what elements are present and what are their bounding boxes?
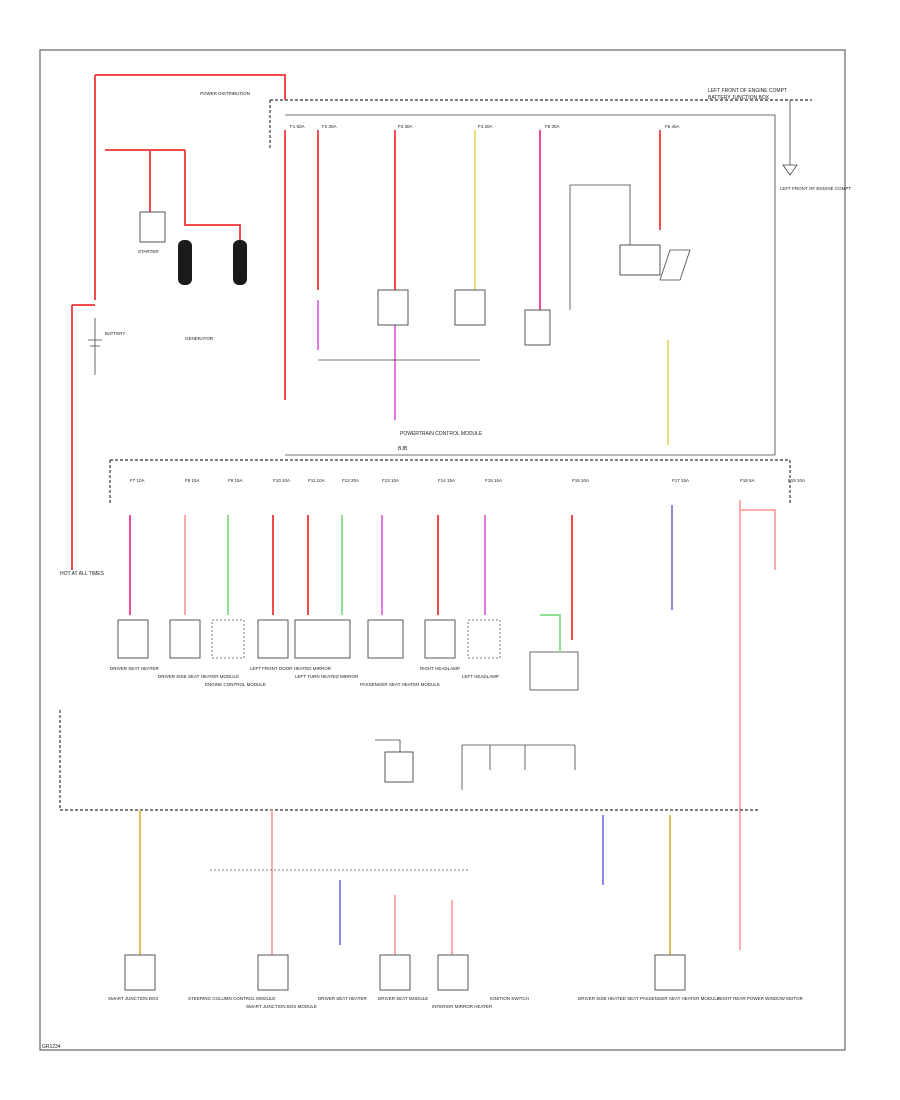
top-fuse-row: F1 50A F2 30A F3 30A F4 20A F5 30A F6 40…	[284, 124, 680, 445]
pcm-label: POWERTRAIN CONTROL MODULE	[400, 431, 483, 437]
relay-4	[619, 244, 661, 276]
bottom-components: SMART JUNCTION BOX STEERING COLUMN CONTR…	[108, 954, 804, 1009]
diagram-code: GR1234	[42, 1044, 61, 1050]
comp-mid-8	[467, 619, 501, 659]
fuse-f1: F1 50A	[284, 124, 305, 400]
diagram-frame	[39, 49, 846, 1051]
comp-mid-8-label: LEFT HEADLAMP	[462, 674, 499, 679]
comp-bottom-3-label: SMART JUNCTION BOX MODULE	[246, 1004, 317, 1009]
comp-bottom-9	[654, 954, 686, 991]
lower-branch-drops	[461, 745, 576, 790]
fuse-f2: F2 30A	[317, 124, 337, 350]
comp-mid-9	[529, 651, 579, 691]
fuse-f15-label: F15 15A	[485, 478, 502, 483]
comp-mid-1-label: DRIVER SEAT HEATER	[110, 666, 160, 671]
fuse-f8-label: F8 15A	[185, 478, 200, 483]
battery-icon	[88, 339, 102, 347]
fuse-f9-label: F9 15A	[228, 478, 243, 483]
comp-bottom-9-label: PASSENGER SEAT HEATER MODULE	[640, 996, 720, 1001]
comp-mid-6-label: PASSENGER SEAT HEATER MODULE	[360, 682, 440, 687]
lower-box-1-wire	[375, 739, 401, 752]
starter-label: STARTER	[138, 249, 159, 254]
comp-bottom-1-label: SMART JUNCTION BOX	[108, 996, 158, 1001]
hot-at-all-times-label: HOT AT ALL TIMES	[60, 571, 105, 577]
starter-relay	[139, 211, 166, 243]
fuse-f4-label: F4 20A	[478, 124, 493, 129]
comp-bottom-3	[257, 954, 289, 991]
comp-bottom-8-label: DRIVER SIDE HEATED SEAT	[578, 996, 639, 1001]
comp-bottom-2-label: STEERING COLUMN CONTROL MODULE	[188, 996, 275, 1001]
battery-feed-wire	[95, 74, 286, 100]
comp-mid-7	[424, 619, 456, 659]
comp-bottom-6	[437, 954, 469, 991]
relay-4-link	[570, 184, 631, 245]
comp-bottom-4-label: DRIVER SEAT HEATER	[318, 996, 368, 1001]
comp-mid-4-label: LEFT FRONT DOOR HEATED MIRROR	[250, 666, 332, 671]
comp-mid-7-label: RIGHT HEADLAMP	[420, 666, 460, 671]
fuse-f16-label: F16 10A	[572, 478, 589, 483]
bjb-outline	[285, 114, 776, 456]
fuse-f5: F5 30A	[539, 124, 560, 310]
fuse-f3: F3 30A	[394, 124, 413, 420]
top-right-label-2: BATTERY JUNCTION BOX	[708, 95, 770, 101]
relay-1	[377, 289, 409, 326]
comp-mid-6	[367, 619, 404, 659]
fuse-f17-label: F17 15A	[672, 478, 689, 483]
comp-mid-3	[211, 619, 245, 659]
power-dist-label: POWER DISTRIBUTION	[200, 91, 250, 96]
mid-fuse-row: F7 10A F8 15A F9 15A F10 10A F11 10A F12…	[129, 478, 805, 950]
fuse-f5-label: F5 30A	[545, 124, 560, 129]
fusible-link-1	[178, 240, 192, 285]
comp-mid-5-label: LEFT TURN HEATED MIRROR	[295, 674, 359, 679]
comp-bottom-1	[124, 954, 156, 991]
comp-mid-3-label: ENGINE CONTROL MODULE	[205, 682, 266, 687]
fuse-f4: F4 20A	[474, 124, 493, 290]
relay-2	[454, 289, 486, 326]
ground-label: LEFT FRONT OF ENGINE COMPT	[780, 186, 851, 191]
comp-bottom-10-label: RIGHT REAR POWER WINDOW MOTOR	[718, 996, 804, 1001]
relay-5-icon	[659, 249, 691, 281]
fuse-f7-label: F7 10A	[130, 478, 145, 483]
top-right-label-1: LEFT FRONT OF ENGINE COMPT	[708, 88, 787, 94]
comp-mid-4	[257, 619, 289, 659]
comp-mid-2	[169, 619, 201, 659]
fuse-f13-label: F13 10A	[382, 478, 399, 483]
generator-feed	[184, 150, 241, 240]
fuse-f19-wire	[740, 509, 776, 570]
fusible-link-2	[233, 240, 247, 285]
comp-mid-2-label: DRIVER SIDE SEAT HEATER MODULE	[158, 674, 239, 679]
fuse-f2-label: F2 30A	[322, 124, 337, 129]
fuse-f1-label: F1 50A	[290, 124, 305, 129]
fuse-f14-label: F14 15A	[438, 478, 455, 483]
lower-box-1	[384, 751, 414, 783]
fuse-f6-label: F6 40A	[665, 124, 680, 129]
comp-mid-1	[117, 619, 149, 659]
comp-mid-5	[294, 619, 351, 659]
fuse-f12-label: F12 20A	[342, 478, 359, 483]
bjb-label: BJB	[398, 446, 408, 452]
comp-bottom-5	[379, 954, 411, 991]
fuse-f10-label: F10 10A	[273, 478, 290, 483]
fuse-f11-label: F11 10A	[308, 478, 325, 483]
comp-mid-9-wire	[540, 614, 561, 652]
comp-bottom-5-label: DRIVER SEAT MODULE	[378, 996, 428, 1001]
ground-icon	[782, 164, 798, 176]
fuse-f18-label: F18 5A	[740, 478, 755, 483]
battery-label: BATTERY	[105, 331, 125, 336]
fuse-f19-label: F19 10A	[788, 478, 805, 483]
mid-components: DRIVER SEAT HEATER DRIVER SIDE SEAT HEAT…	[110, 614, 579, 691]
fuse-f6: F6 40A	[659, 124, 680, 445]
comp-bottom-7-label: IGNITION SWITCH	[490, 996, 529, 1001]
generator-label: GENERATOR	[185, 336, 214, 341]
fuse-f3-label: F3 30A	[398, 124, 413, 129]
comp-bottom-6-label: INTERIOR MIRROR HEATER	[432, 1004, 493, 1009]
relay-3	[524, 309, 551, 346]
